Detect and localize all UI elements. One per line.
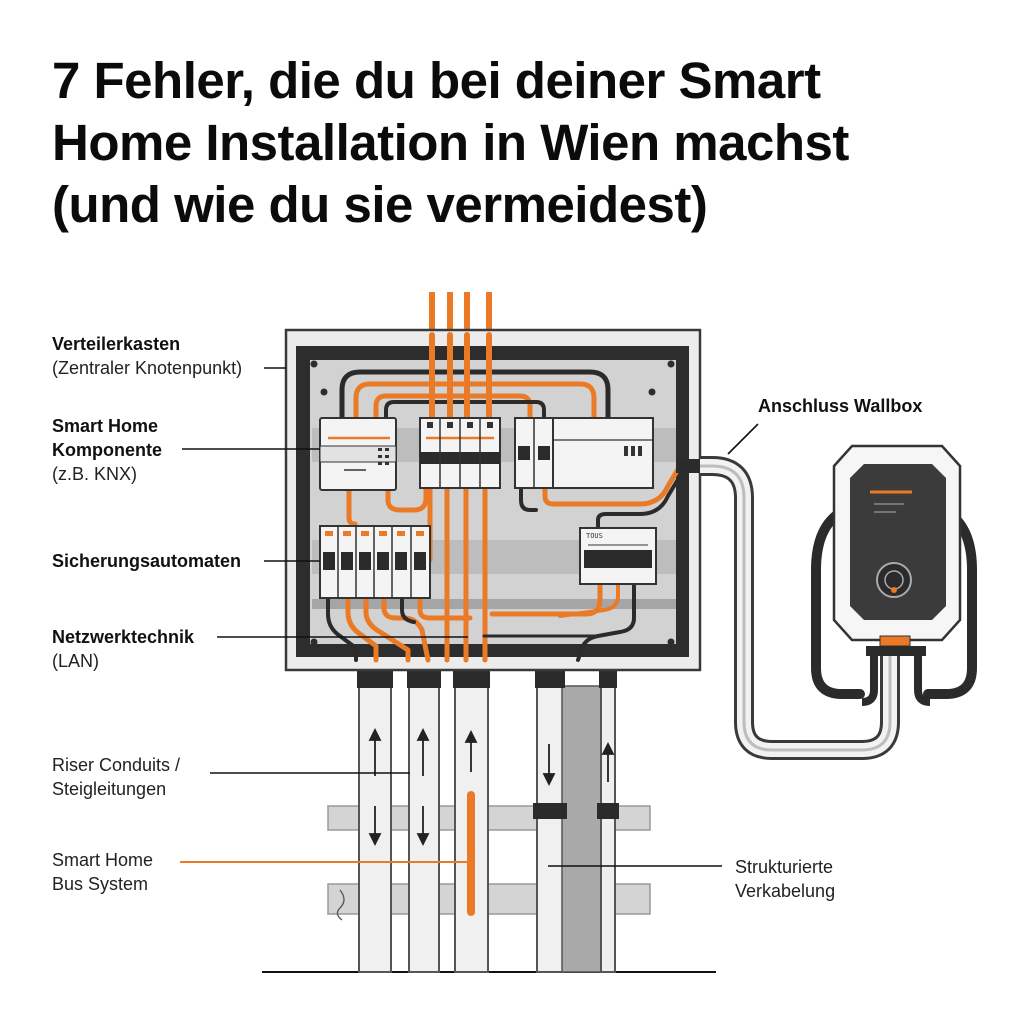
- right-devices: [514, 417, 654, 489]
- title-line-1: 7 Fehler, die du bei deiner Smart: [52, 52, 821, 109]
- label-sicherungsautomaten-title: Sicherungsautomaten: [52, 551, 242, 571]
- internal-wiring: [326, 332, 683, 663]
- label-smart-home-bus: Smart Home Bus System: [52, 848, 153, 896]
- riser-conduits: [357, 670, 619, 973]
- label-riser-conduits-line2: Steigleitungen: [52, 779, 167, 799]
- riser-conduit-2: [408, 685, 440, 973]
- riser-conduit-6: [600, 685, 616, 973]
- riser-conduit-5: [561, 685, 603, 973]
- label-netzwerktechnik-subtitle: (LAN): [52, 651, 100, 671]
- label-verteilerkasten-title: Verteilerkasten: [52, 334, 181, 354]
- label-verteilerkasten: Verteilerkasten (Zentraler Knotenpunkt): [52, 332, 242, 380]
- label-smart-home-bus-line2: Bus System: [52, 874, 149, 894]
- label-anschluss-wallbox-title: Anschluss Wallbox: [758, 396, 923, 416]
- label-smart-home-komponente-note: (z.B. KNX): [52, 464, 138, 484]
- main-breaker-group: [419, 417, 501, 489]
- label-anschluss-wallbox: Anschluss Wallbox: [758, 394, 922, 418]
- riser-conduit-4: [536, 685, 564, 973]
- distribution-box: TOUS: [284, 328, 702, 672]
- leader-anschluss-wallbox: [727, 423, 759, 455]
- title-line-2: Home Installation in Wien machst: [52, 114, 849, 171]
- label-riser-conduits: Riser Conduits / Steigleitungen: [52, 753, 180, 801]
- label-strukturierte-verkabelung: Strukturierte Verkabelung: [735, 855, 835, 903]
- leader-lines: [180, 367, 759, 867]
- label-sicherungsautomaten: Sicherungsautomaten: [52, 549, 241, 573]
- network-switch: TOUS: [579, 527, 657, 585]
- label-netzwerktechnik: Netzwerktechnik (LAN): [52, 625, 194, 673]
- label-riser-conduits-line1: Riser Conduits /: [52, 755, 181, 775]
- label-smart-home-komponente: Smart Home Komponente (z.B. KNX): [52, 414, 162, 486]
- meter-label: TOUS: [586, 532, 603, 540]
- label-smart-home-komponente-line2: Komponente: [52, 440, 162, 460]
- label-smart-home-bus-line1: Smart Home: [52, 850, 154, 870]
- incoming-cables: [429, 292, 492, 335]
- page-title: 7 Fehler, die du bei deiner Smart Home I…: [52, 50, 992, 236]
- wallbox: [811, 444, 977, 706]
- label-verteilerkasten-subtitle: (Zentraler Knotenpunkt): [52, 358, 243, 378]
- wallbox-cable: [676, 456, 900, 760]
- label-smart-home-komponente-line1: Smart Home: [52, 416, 159, 436]
- circuit-breakers: [319, 525, 431, 599]
- label-strukturierte-verkabelung-line2: Verkabelung: [735, 881, 836, 901]
- smart-home-module: [319, 417, 397, 491]
- label-strukturierte-verkabelung-line1: Strukturierte: [735, 857, 834, 877]
- label-netzwerktechnik-title: Netzwerktechnik: [52, 627, 195, 647]
- title-line-3: (und wie du sie vermeidest): [52, 176, 708, 233]
